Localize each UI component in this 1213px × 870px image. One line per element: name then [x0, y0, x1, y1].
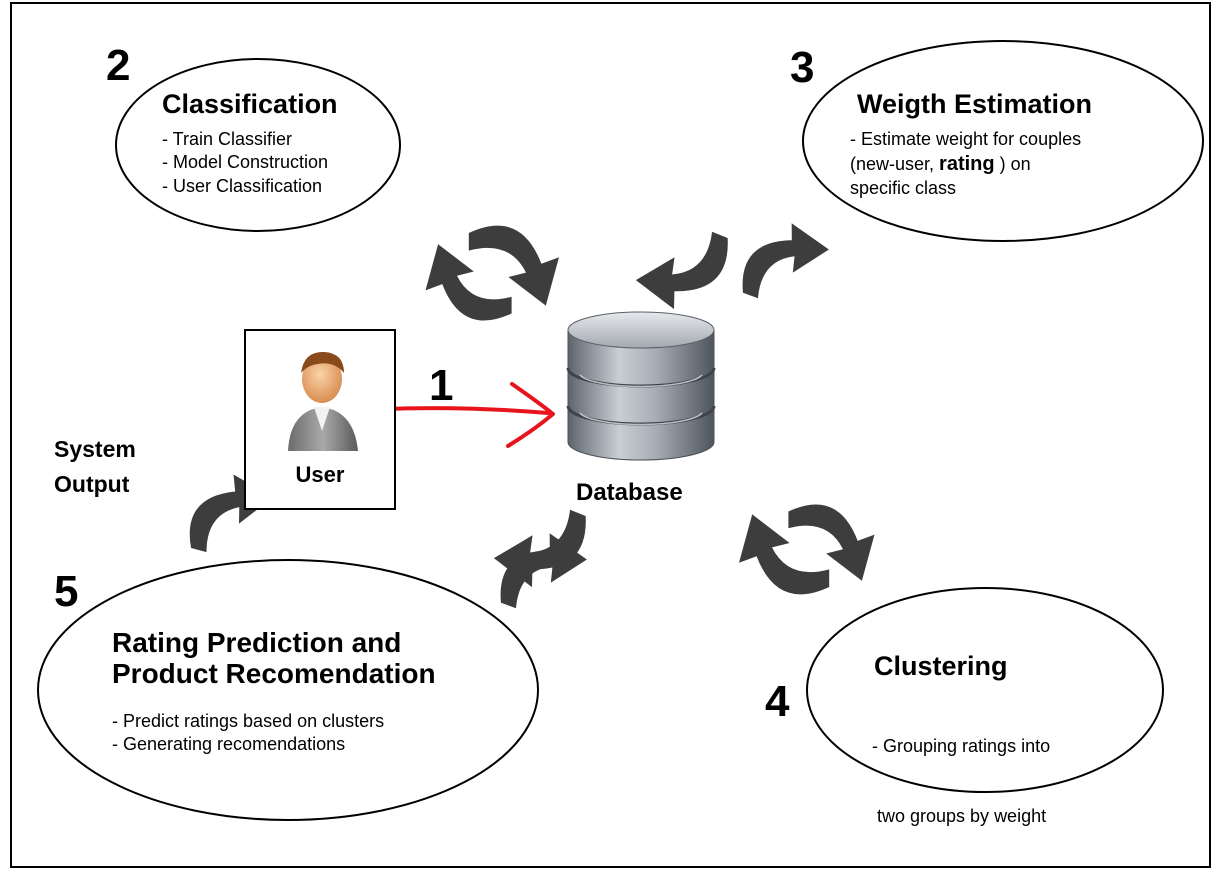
classification-detail: - Train Classifier - Model Construction … [162, 129, 329, 196]
rating-prediction-ellipse [37, 559, 539, 821]
rating-prediction-title: Rating Prediction and Product Recomendat… [112, 627, 436, 689]
step-number-4: 4 [765, 677, 790, 726]
system-output-label: System Output [54, 436, 136, 497]
curved-arrow-icon [736, 213, 833, 316]
user-box: User [244, 329, 396, 510]
step-number-3: 3 [790, 43, 815, 92]
clustering-ellipse [806, 587, 1164, 793]
clustering-detail: - Grouping ratings into two groups by we… [872, 735, 1051, 826]
clustering-title: Clustering [874, 651, 1008, 681]
user-label: User [295, 462, 345, 487]
user-avatar-icon [288, 351, 358, 451]
database-label: Database [576, 479, 683, 506]
curved-arrow-icon [631, 212, 735, 321]
step-number-5: 5 [54, 567, 79, 616]
curved-arrow-icon [468, 225, 559, 306]
weight-estimation-detail: - Estimate weight for couples (new-user,… [850, 129, 1082, 199]
weight-estimation-title: Weigth Estimation [857, 89, 1093, 119]
curved-arrow-icon [425, 244, 512, 321]
curved-arrow-icon [788, 504, 875, 581]
classification-ellipse [115, 58, 401, 232]
rating-prediction-detail: - Predict ratings based on clusters - Ge… [112, 711, 385, 755]
step-number-1: 1 [429, 361, 454, 410]
step-number-2: 2 [106, 41, 131, 90]
diagram-frame [10, 2, 1211, 868]
classification-title: Classification [162, 89, 338, 119]
database-icon [566, 311, 716, 461]
weight-estimation-ellipse [802, 40, 1204, 242]
